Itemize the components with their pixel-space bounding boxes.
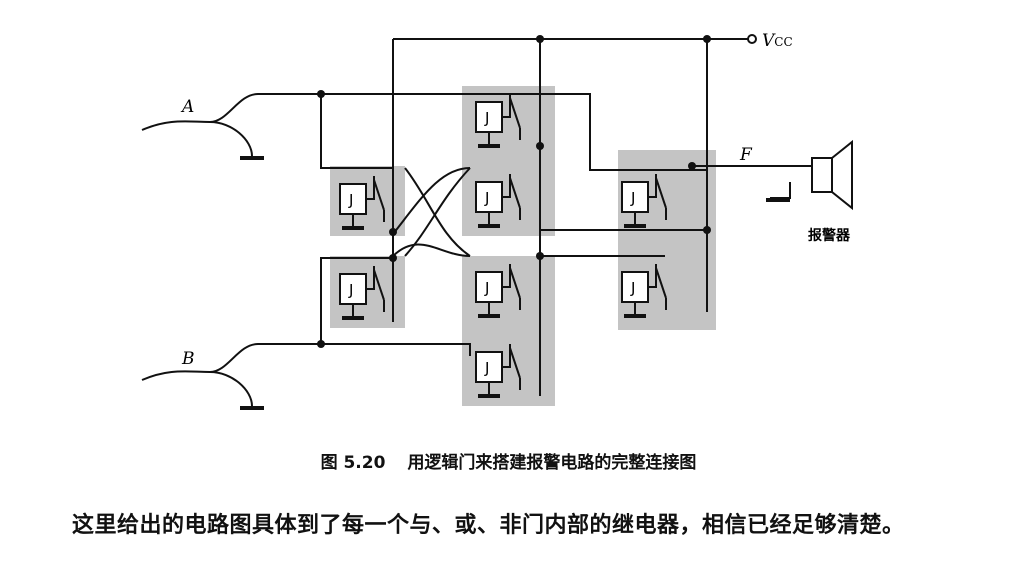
junctions [317, 35, 711, 348]
wires [141, 38, 812, 407]
relay-coil [475, 101, 503, 133]
junction-vcc-and [536, 35, 544, 43]
junction-and-top [536, 142, 544, 150]
relay-and-top-1: J [475, 94, 521, 148]
body-paragraph: 这里给出的电路图具体到了每一个与、或、非门内部的继电器，相信已经足够清楚。 [72, 512, 905, 538]
relay-label: J [348, 281, 353, 299]
figure-title: 用逻辑门来搭建报警电路的完整连接图 [407, 453, 697, 473]
alarm-speaker [811, 139, 853, 211]
relay-coil [621, 271, 649, 303]
relay-switch-arm [373, 269, 385, 301]
relay-and-bottom-1: J [475, 264, 521, 318]
relay-switch-arm [509, 97, 521, 129]
relay-contact-wire [502, 174, 521, 220]
relay-and-bottom-2: J [475, 344, 521, 398]
relay-contact-wire [648, 174, 667, 220]
relay-coil [621, 181, 649, 213]
relay-switch-arm [655, 177, 667, 209]
junction-a [317, 90, 325, 98]
relay-label: J [484, 279, 489, 297]
relay-switch-arm [655, 267, 667, 299]
cross-wire-3 [404, 167, 471, 257]
relay-label: J [484, 189, 489, 207]
relay-coil [339, 273, 367, 305]
ground-symbols [240, 156, 790, 410]
relay-contact-wire [502, 344, 521, 390]
figure-caption: 图 5.20 用逻辑门来搭建报警电路的完整连接图 [0, 448, 1017, 473]
input-a-ground-lead [209, 121, 253, 157]
relay-label: J [484, 359, 489, 377]
junction-vcc-or [703, 35, 711, 43]
cross-wire-2 [392, 243, 471, 257]
relay-not-a: J [339, 176, 385, 230]
junction-b [317, 340, 325, 348]
junction-and-bottom [536, 252, 544, 260]
gate-boxes [330, 86, 716, 406]
relay-contact-wire [366, 266, 385, 312]
figure-number: 图 5.20 [320, 453, 386, 473]
output-f-label: F [739, 145, 753, 165]
relays: J J J J J J J J [339, 94, 667, 398]
input-a-label: A [180, 97, 194, 117]
input-b-ground-lead [209, 371, 253, 407]
relay-not-b: J [339, 266, 385, 320]
relay-switch-arm [373, 179, 385, 211]
vcc-label: VCC [762, 31, 793, 51]
junction-or-out [688, 162, 696, 170]
input-b-tap-not [320, 257, 392, 344]
relay-label: J [630, 279, 635, 297]
relay-label: J [630, 189, 635, 207]
relay-contact-wire [502, 94, 521, 140]
vcc-label-main: V [762, 31, 776, 51]
input-b-label: B [181, 349, 195, 369]
relay-coil [475, 181, 503, 213]
vcc-terminal [747, 34, 757, 44]
relay-switch-arm [509, 267, 521, 299]
junction-not-b [389, 254, 397, 262]
relay-label: J [484, 109, 489, 127]
cross-wire-4 [404, 167, 471, 257]
alarm-label: 报警器 [808, 227, 851, 244]
relay-or-2: J [621, 264, 667, 318]
junction-or-mid [703, 226, 711, 234]
relay-switch-arm [509, 177, 521, 209]
input-a-tap-not [320, 94, 392, 169]
relay-label: J [348, 191, 353, 209]
cross-wire-1 [392, 167, 471, 235]
vcc-label-sub: CC [774, 35, 792, 49]
junction-not-a [389, 228, 397, 236]
relay-contact-wire [502, 264, 521, 310]
relay-contact-wire [366, 176, 385, 222]
relay-and-top-2: J [475, 174, 521, 228]
relay-switch-arm [509, 347, 521, 379]
relay-contact-wire [648, 264, 667, 310]
speaker-body [811, 157, 833, 193]
relay-or-1: J [621, 174, 667, 228]
speaker-ground-lead [770, 182, 791, 199]
speaker-cone [831, 139, 853, 211]
alarm-circuit-diagram: J J J J J J J J A B VCC F 报警器 [141, 31, 853, 410]
